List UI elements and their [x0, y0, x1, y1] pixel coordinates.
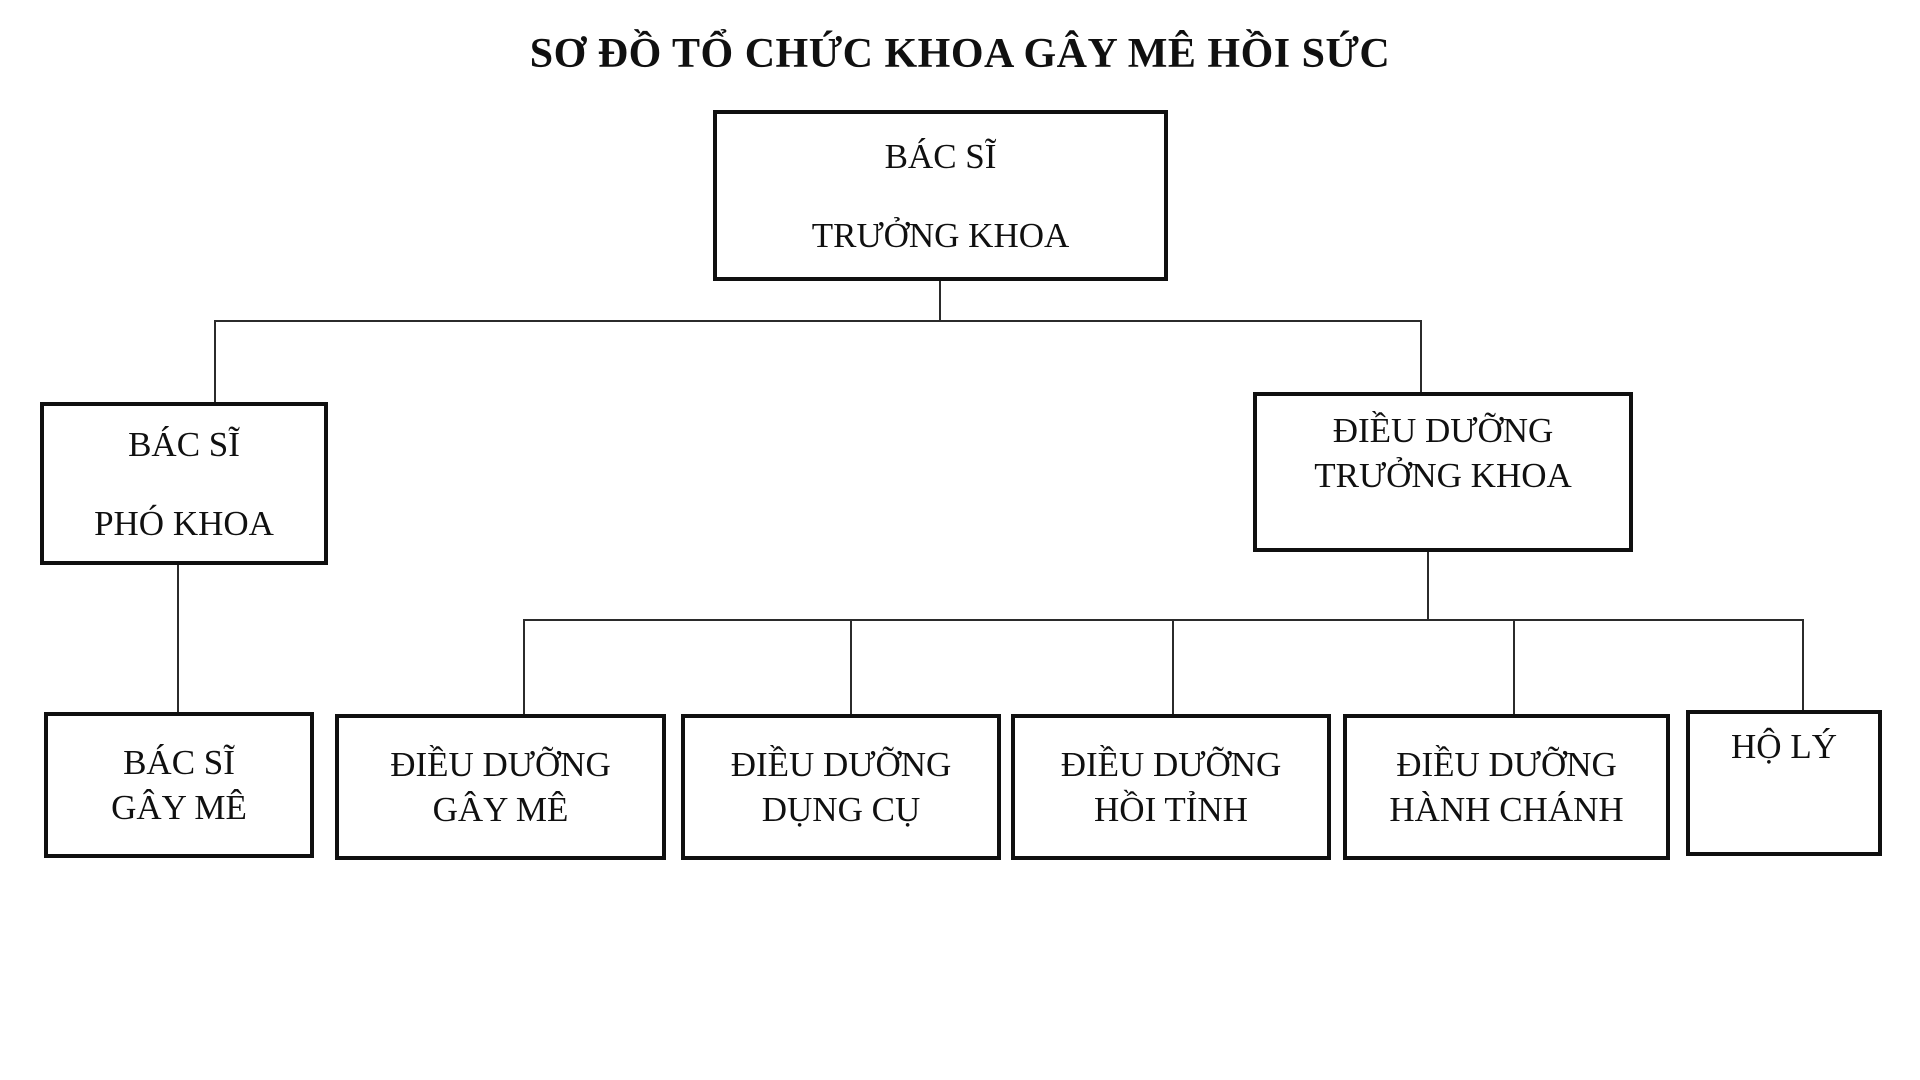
node-label: DỤNG CỤ — [761, 790, 921, 829]
node-bac-si-truong-khoa: BÁC SĨ TRƯỞNG KHOA — [713, 110, 1168, 281]
connector-pho-khoa-to-bs-gay-me — [177, 565, 179, 713]
node-label: ĐIỀU DƯỠNG — [390, 745, 611, 784]
node-label: BÁC SĨ — [884, 136, 997, 176]
node-label: HÀNH CHÁNH — [1389, 790, 1624, 829]
node-label: TRƯỞNG KHOA — [811, 215, 1070, 255]
connector-drop-pho-khoa — [214, 320, 216, 403]
node-label: ĐIỀU DƯỠNG — [1332, 411, 1554, 450]
node-dieu-duong-hoi-tinh: ĐIỀU DƯỠNG HỒI TỈNH — [1011, 714, 1331, 860]
node-bac-si-pho-khoa: BÁC SĨ PHÓ KHOA — [40, 402, 328, 565]
connector-drop-dd-dung-cu — [850, 619, 852, 715]
node-ho-ly: HỘ LÝ — [1686, 710, 1882, 856]
connector-root-vertical — [939, 281, 941, 321]
node-label: GÂY MÊ — [432, 790, 569, 829]
node-label: TRƯỞNG KHOA — [1314, 456, 1572, 495]
connector-drop-dd-hoi-tinh — [1172, 619, 1174, 715]
connector-drop-dd-gay-me — [523, 619, 525, 715]
connector-drop-dd-hanh-chanh — [1513, 619, 1515, 715]
node-dieu-duong-dung-cu: ĐIỀU DƯỠNG DỤNG CỤ — [681, 714, 1001, 860]
node-label: GÂY MÊ — [111, 788, 247, 827]
node-dieu-duong-hanh-chanh: ĐIỀU DƯỠNG HÀNH CHÁNH — [1343, 714, 1670, 860]
node-label: PHÓ KHOA — [94, 503, 274, 543]
chart-title: SƠ ĐỒ TỔ CHỨC KHOA GÂY MÊ HỒI SỨC — [529, 31, 1391, 77]
node-bac-si-gay-me: BÁC SĨ GÂY MÊ — [44, 712, 314, 858]
node-label: HỘ LÝ — [1731, 727, 1837, 766]
connector-drop-ho-ly — [1802, 619, 1804, 711]
connector-level2-rail — [214, 320, 1422, 322]
node-label: ĐIỀU DƯỠNG — [1396, 745, 1617, 784]
connector-dd-truong-khoa-down — [1427, 552, 1429, 620]
node-dieu-duong-gay-me: ĐIỀU DƯỠNG GÂY MÊ — [335, 714, 666, 860]
node-label: BÁC SĨ — [128, 424, 240, 464]
node-label: ĐIỀU DƯỠNG — [1060, 745, 1282, 784]
connector-level3-rail — [523, 619, 1804, 621]
node-label: HỒI TỈNH — [1094, 790, 1248, 829]
connector-drop-dd-truong-khoa — [1420, 320, 1422, 393]
node-label: ĐIỀU DƯỠNG — [730, 745, 952, 784]
node-dieu-duong-truong-khoa: ĐIỀU DƯỠNG TRƯỞNG KHOA — [1253, 392, 1633, 552]
node-label: BÁC SĨ — [123, 743, 235, 782]
